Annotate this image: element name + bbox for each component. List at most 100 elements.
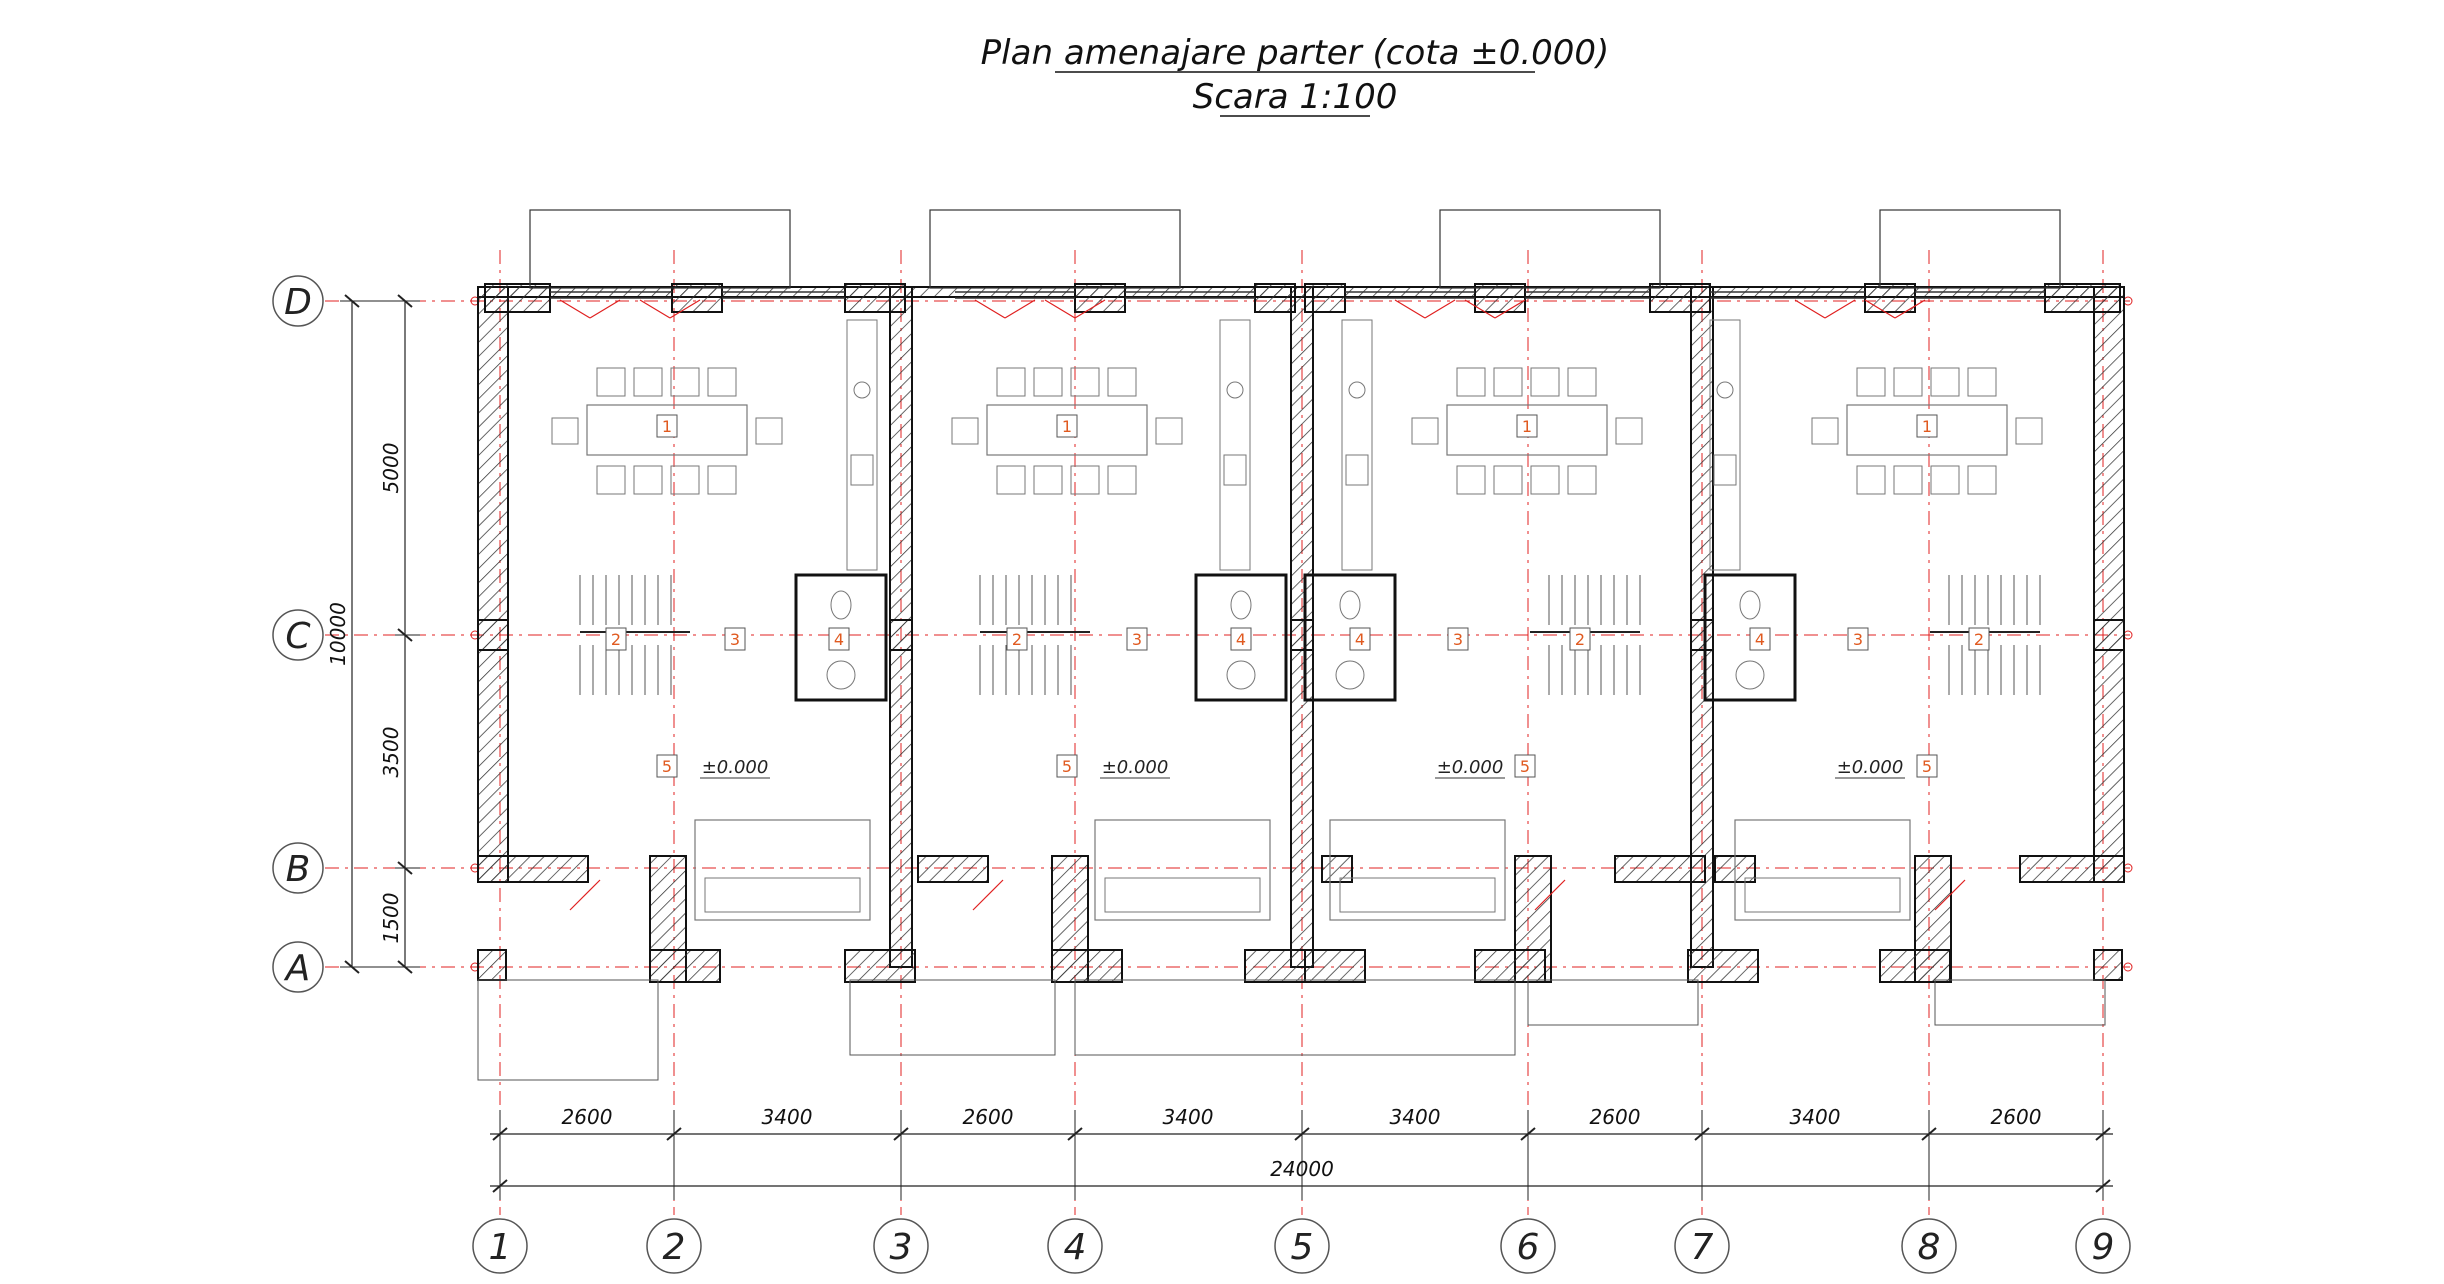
dim-10000: 10000 <box>326 602 350 666</box>
vertical-dimensions: 5000 3500 1500 10000 <box>326 294 420 974</box>
counter <box>846 319 878 571</box>
chair <box>1967 367 1997 397</box>
chair <box>1530 367 1560 397</box>
wall-segment <box>1690 619 1714 651</box>
svg-text:4: 4 <box>834 630 844 649</box>
svg-text:8: 8 <box>1918 1227 1941 1268</box>
wall-segment <box>1254 283 1296 313</box>
svg-text:A: A <box>284 948 311 989</box>
wall-segment <box>1290 619 1314 651</box>
sink <box>850 454 874 486</box>
svg-text:2: 2 <box>611 630 621 649</box>
sofa-outline <box>694 819 871 921</box>
sink <box>1713 454 1737 486</box>
axis-bubble-d: D <box>272 275 324 327</box>
chair <box>1893 465 1923 495</box>
kitchen-counter <box>1709 319 1741 571</box>
chair <box>1493 465 1523 495</box>
svg-text:1: 1 <box>489 1227 512 1268</box>
chair <box>996 367 1026 397</box>
chair <box>707 465 737 495</box>
chair <box>996 465 1026 495</box>
counter <box>1219 319 1251 571</box>
door-swing <box>1044 299 1106 319</box>
wall-segment <box>1244 949 1306 983</box>
svg-text:9: 9 <box>2092 1227 2115 1268</box>
washbasin <box>1226 660 1256 690</box>
axis-bubble-7: 7 <box>1674 1218 1730 1274</box>
chair <box>1411 417 1439 445</box>
svg-text:5: 5 <box>662 757 672 776</box>
chair <box>1530 465 1560 495</box>
chair <box>596 465 626 495</box>
chair <box>1456 367 1486 397</box>
room-tag-3: 3 <box>1447 627 1469 651</box>
chair <box>633 465 663 495</box>
terrace-outline <box>1074 979 1516 1056</box>
dim-3500: 3500 <box>379 727 403 778</box>
axis-bubble-3: 3 <box>873 1218 929 1274</box>
room-tag-1: 1 <box>1056 414 1078 438</box>
room-tag-5: 5 <box>1514 754 1536 778</box>
wc-room <box>1303 573 1397 702</box>
wall-segment <box>1051 949 1123 983</box>
unit-4-tags: 1 2 3 4 5 ±0.000 <box>1749 414 1990 779</box>
entrance-porch <box>929 209 1181 289</box>
axis-bubble-5: 5 <box>1274 1218 1330 1274</box>
svg-text:6: 6 <box>1517 1227 1540 1268</box>
wall-segment <box>889 619 913 651</box>
room-tag-3: 3 <box>1126 627 1148 651</box>
walls <box>477 283 2125 983</box>
room-tag-4: 4 <box>1230 627 1252 651</box>
entrance-porch <box>1439 209 1661 289</box>
wall-segment <box>1474 949 1546 983</box>
door-swing <box>974 299 1036 319</box>
dim-axis-2-3: 3400 <box>762 1105 813 1129</box>
svg-text:4: 4 <box>1064 1227 1087 1268</box>
chair <box>1070 367 1100 397</box>
title-line-1: Plan amenajare parter (cota ±0.000) <box>981 33 1610 73</box>
svg-text:5: 5 <box>1062 757 1072 776</box>
wall-segment <box>477 949 507 981</box>
staircase <box>979 575 1090 695</box>
wall-segment <box>649 949 721 983</box>
chair <box>1893 367 1923 397</box>
chair <box>1567 367 1597 397</box>
chair <box>1070 465 1100 495</box>
sofa <box>694 819 871 921</box>
svg-text:1: 1 <box>1062 417 1072 436</box>
sofa-outline <box>1094 819 1271 921</box>
chair <box>951 417 979 445</box>
room-tag-4: 4 <box>1749 627 1771 651</box>
chair <box>1567 465 1597 495</box>
column-axis-labels: 1 2 3 4 5 6 7 8 9 <box>472 1218 2131 1274</box>
door-swing <box>1534 879 1566 911</box>
chair <box>1033 367 1063 397</box>
wall-segment <box>1614 855 1706 883</box>
room-tag-1: 1 <box>1516 414 1538 438</box>
svg-text:D: D <box>284 282 312 323</box>
wc-room <box>1194 573 1288 702</box>
wall-segment <box>1304 949 1366 983</box>
svg-text:C: C <box>285 616 311 657</box>
chair <box>551 417 579 445</box>
svg-text:4: 4 <box>1755 630 1765 649</box>
axis-bubble-b: B <box>272 842 324 894</box>
terrace-outline <box>1934 979 2106 1026</box>
interior-details <box>477 209 2106 1081</box>
wc-walls <box>1703 573 1797 702</box>
wall-segment <box>477 619 509 651</box>
hob <box>1716 381 1734 399</box>
chair <box>1033 465 1063 495</box>
sink <box>1345 454 1369 486</box>
washbasin <box>1335 660 1365 690</box>
dim-1500: 1500 <box>379 893 403 944</box>
svg-text:3: 3 <box>1853 630 1863 649</box>
door-swing <box>639 299 701 319</box>
counter <box>1341 319 1373 571</box>
axis-bubble-2: 2 <box>646 1218 702 1274</box>
dining-table <box>1846 404 2008 456</box>
room-tag-4: 4 <box>1349 627 1371 651</box>
svg-text:1: 1 <box>662 417 672 436</box>
